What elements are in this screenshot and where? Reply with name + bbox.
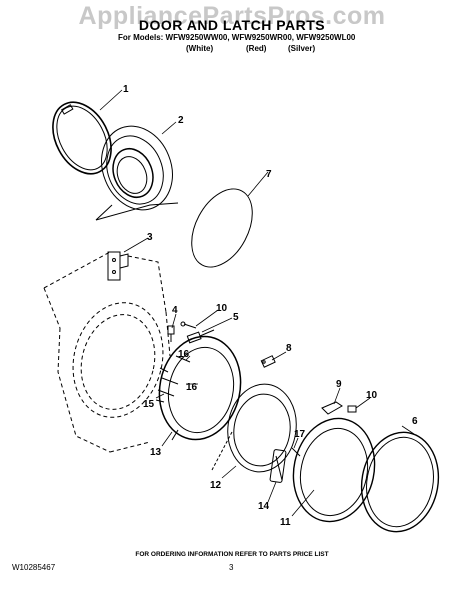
callout-13: 13 — [150, 447, 162, 458]
callout-16-b: 16 — [186, 382, 198, 393]
part-9-bracket — [321, 401, 343, 415]
callout-8: 8 — [286, 343, 292, 354]
ordering-note: FOR ORDERING INFORMATION REFER TO PARTS … — [135, 551, 329, 558]
callout-2: 2 — [178, 115, 184, 126]
watermark: AppliancePartsPros.com — [78, 2, 386, 30]
callout-6: 6 — [412, 416, 418, 427]
front-panel-dashed — [43, 251, 171, 453]
part-8-strike — [260, 355, 276, 368]
part-17-screw — [291, 447, 301, 457]
page-number: 3 — [229, 563, 234, 572]
part-7-gasket — [191, 188, 253, 268]
color-label-red: (Red) — [246, 44, 267, 53]
part-2-door-boot — [95, 125, 179, 221]
callout-12: 12 — [210, 480, 222, 491]
page-title: DOOR AND LATCH PARTS — [138, 17, 326, 33]
part-4-screw — [167, 325, 175, 342]
callout-16-a: 16 — [178, 349, 190, 360]
part-10-screw-a — [180, 321, 197, 329]
part-1-clamp-ring — [52, 101, 112, 175]
part-16-screw-b — [161, 377, 179, 385]
part-14-handle — [269, 449, 287, 483]
part-11-outer-door — [292, 417, 376, 523]
callout-15: 15 — [143, 399, 155, 410]
part-15-screw — [157, 389, 175, 397]
callout-1: 1 — [123, 84, 129, 95]
part-6-trim-ring — [360, 431, 440, 533]
callout-14: 14 — [258, 501, 270, 512]
callout-leaders — [99, 89, 415, 517]
document-number: W10285467 — [12, 563, 56, 572]
callout-7: 7 — [266, 169, 272, 180]
callout-9: 9 — [336, 379, 342, 390]
callout-17: 17 — [294, 429, 306, 440]
color-label-white: (White) — [186, 44, 214, 53]
part-3-hinge — [107, 251, 129, 281]
models-line: For Models: WFW9250WW00, WFW9250WR00, WF… — [118, 33, 356, 42]
callout-10-a: 10 — [216, 303, 228, 314]
callout-4: 4 — [172, 305, 178, 316]
callout-10-b: 10 — [366, 390, 378, 401]
part-10-screw-b — [347, 405, 357, 413]
callout-11: 11 — [280, 517, 291, 528]
callout-5: 5 — [233, 312, 239, 323]
color-label-silver: (Silver) — [288, 44, 316, 53]
callout-3: 3 — [147, 232, 153, 243]
part-16-screw-a — [175, 355, 191, 363]
part-13-inner-door-frame — [155, 335, 242, 441]
part-12-door-glass — [227, 383, 297, 473]
